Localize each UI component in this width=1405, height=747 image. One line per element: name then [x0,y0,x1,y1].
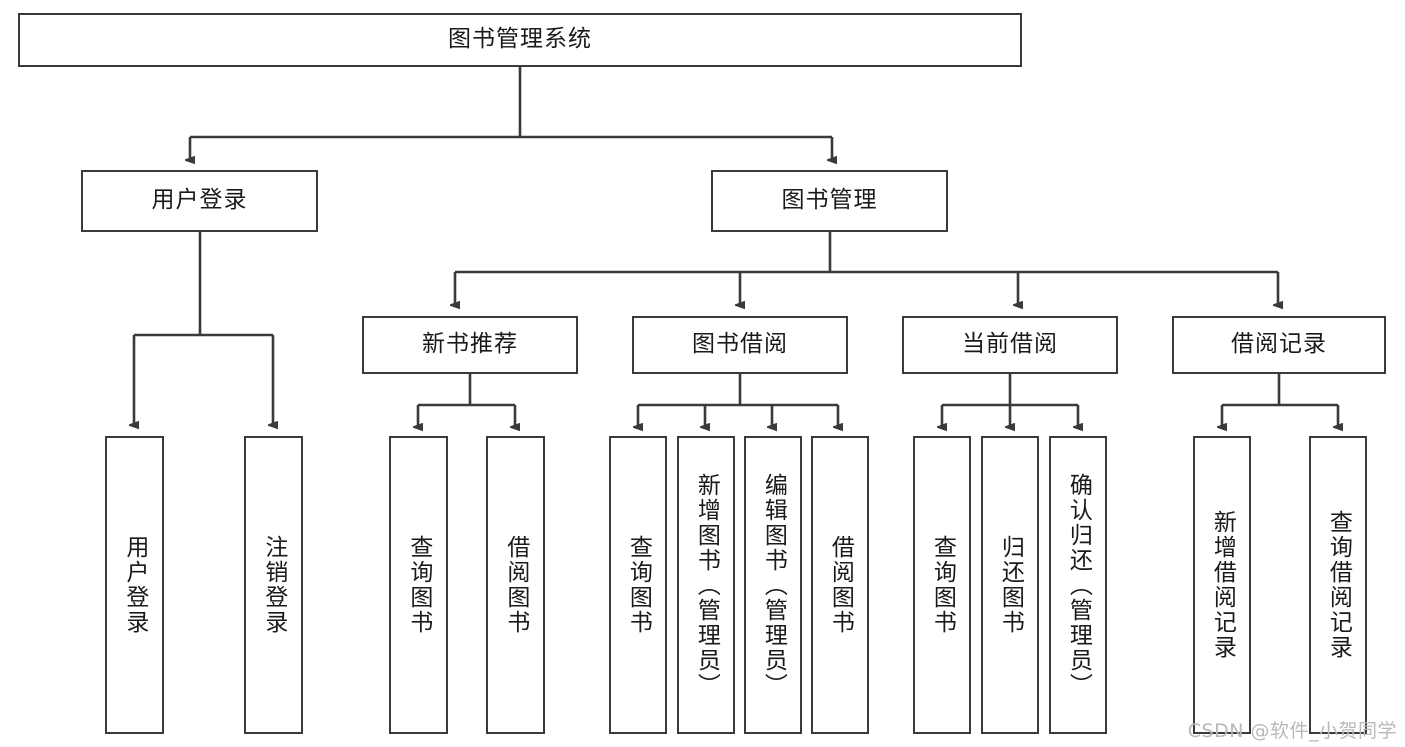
node-user-login-label: 用户登录 [151,187,248,214]
node-leaf-query-borrow-record[interactable]: 查询借阅记录 [1309,436,1367,734]
node-leaf-user-login-label: 用户登录 [121,535,148,635]
csdn-watermark: CSDN @软件_小贺同学 [1187,720,1397,742]
node-new-book-recommend[interactable]: 新书推荐 [362,316,578,374]
node-borrow-record-label: 借阅记录 [1231,331,1327,358]
node-leaf-return-book[interactable]: 归还图书 [981,436,1039,734]
node-leaf-logout-login[interactable]: 注销登录 [244,436,303,734]
node-leaf-query-book-2-label: 查询图书 [625,535,652,635]
node-leaf-query-book-1-label: 查询图书 [405,535,432,635]
node-leaf-add-borrow-record-label: 新增借阅记录 [1209,510,1236,660]
node-leaf-query-book-1[interactable]: 查询图书 [389,436,448,734]
node-leaf-borrow-book-1[interactable]: 借阅图书 [486,436,545,734]
node-leaf-edit-book-label: 编辑图书（管理员） [760,472,787,698]
node-leaf-borrow-book-2[interactable]: 借阅图书 [811,436,869,734]
node-leaf-add-book[interactable]: 新增图书（管理员） [677,436,735,734]
node-leaf-confirm-return-label: 确认归还（管理员） [1065,472,1092,698]
node-book-borrow-label: 图书借阅 [692,331,788,358]
node-book-manage[interactable]: 图书管理 [711,170,948,232]
node-root[interactable]: 图书管理系统 [18,13,1022,67]
node-new-book-recommend-label: 新书推荐 [422,331,518,358]
node-leaf-add-book-label: 新增图书（管理员） [693,472,720,698]
node-leaf-borrow-book-2-label: 借阅图书 [827,535,854,635]
node-leaf-query-book-2[interactable]: 查询图书 [609,436,667,734]
node-book-manage-label: 图书管理 [781,187,878,214]
node-leaf-query-borrow-record-label: 查询借阅记录 [1325,510,1352,660]
node-leaf-confirm-return[interactable]: 确认归还（管理员） [1049,436,1107,734]
node-leaf-borrow-book-1-label: 借阅图书 [502,535,529,635]
node-book-borrow[interactable]: 图书借阅 [632,316,848,374]
node-leaf-return-book-label: 归还图书 [997,535,1024,635]
node-leaf-query-book-3[interactable]: 查询图书 [913,436,971,734]
node-borrow-record[interactable]: 借阅记录 [1172,316,1386,374]
node-current-borrow-label: 当前借阅 [962,331,1058,358]
node-current-borrow[interactable]: 当前借阅 [902,316,1118,374]
node-root-label: 图书管理系统 [448,26,592,53]
node-leaf-edit-book[interactable]: 编辑图书（管理员） [744,436,802,734]
node-leaf-logout-login-label: 注销登录 [260,535,287,635]
node-user-login[interactable]: 用户登录 [81,170,318,232]
node-leaf-add-borrow-record[interactable]: 新增借阅记录 [1193,436,1251,734]
node-leaf-query-book-3-label: 查询图书 [929,535,956,635]
node-leaf-user-login[interactable]: 用户登录 [105,436,164,734]
